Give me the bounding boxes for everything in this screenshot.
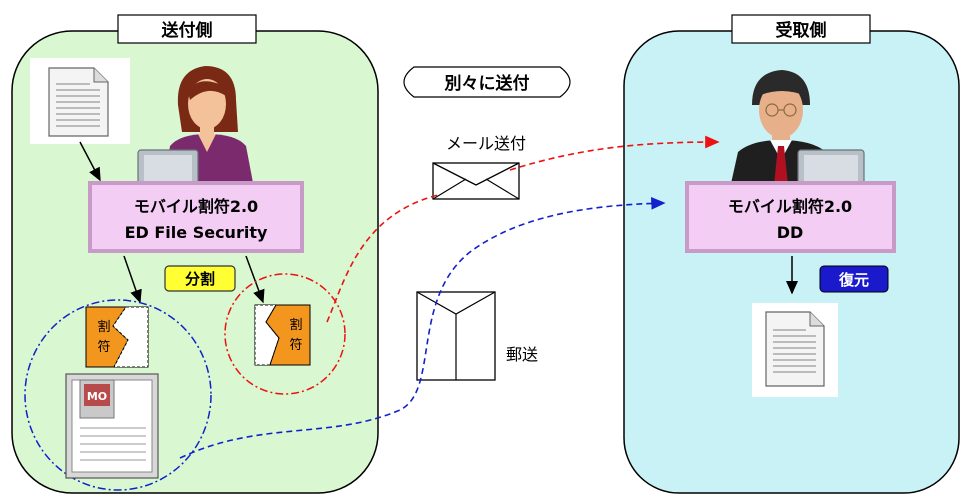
sender-product-line2: ED File Security xyxy=(125,223,268,242)
restored-document-icon xyxy=(752,303,838,397)
envelope-icon xyxy=(432,162,520,200)
restore-badge-label: 復元 xyxy=(838,271,869,289)
restore-badge: 復元 xyxy=(819,265,889,293)
source-document-icon xyxy=(30,58,130,144)
right-shard-icon: 割 符 xyxy=(254,304,311,366)
mail-transfer-path xyxy=(326,142,718,323)
separate-send-text: 別々に送付 xyxy=(444,73,530,94)
local-share-circle xyxy=(24,299,212,491)
left-shard-char2: 符 xyxy=(97,339,110,355)
right-shard-char1: 割 xyxy=(289,317,302,333)
separate-send-label: 別々に送付 xyxy=(403,66,571,98)
receiver-product-line1: モバイル割符2.0 xyxy=(728,197,852,216)
split-right-arrow xyxy=(245,255,265,304)
doc-to-product-arrow xyxy=(79,141,101,182)
left-shard-icon: 割 符 xyxy=(85,306,149,368)
sender-title: 送付側 xyxy=(162,20,213,41)
sender-title-box xyxy=(117,14,257,44)
receiver-product-box: モバイル割符2.0 DD xyxy=(685,181,896,253)
svg-text:MO: MO xyxy=(87,390,107,403)
postal-envelope-icon xyxy=(416,291,496,381)
post-transfer-path xyxy=(179,196,666,459)
left-shard-char1: 割 xyxy=(97,319,110,335)
split-left-arrow xyxy=(123,255,142,304)
right-shard-char2: 符 xyxy=(289,337,302,353)
receiver-title: 受取側 xyxy=(776,20,827,41)
mail-share-circle xyxy=(224,273,346,395)
split-badge: 分割 xyxy=(164,265,236,292)
sender-product-box: モバイル割符2.0 ED File Security xyxy=(88,181,304,253)
split-badge-label: 分割 xyxy=(185,270,215,288)
receiver-product-line2: DD xyxy=(777,223,804,242)
woman-at-computer-icon xyxy=(137,66,254,189)
man-at-computer-icon xyxy=(730,70,865,192)
receiver-title-box xyxy=(731,14,871,44)
mail-label: メール送付 xyxy=(446,134,526,153)
post-label: 郵送 xyxy=(506,345,538,364)
mo-disk-icon: MO xyxy=(65,373,159,479)
sender-product-line1: モバイル割符2.0 xyxy=(134,197,258,216)
